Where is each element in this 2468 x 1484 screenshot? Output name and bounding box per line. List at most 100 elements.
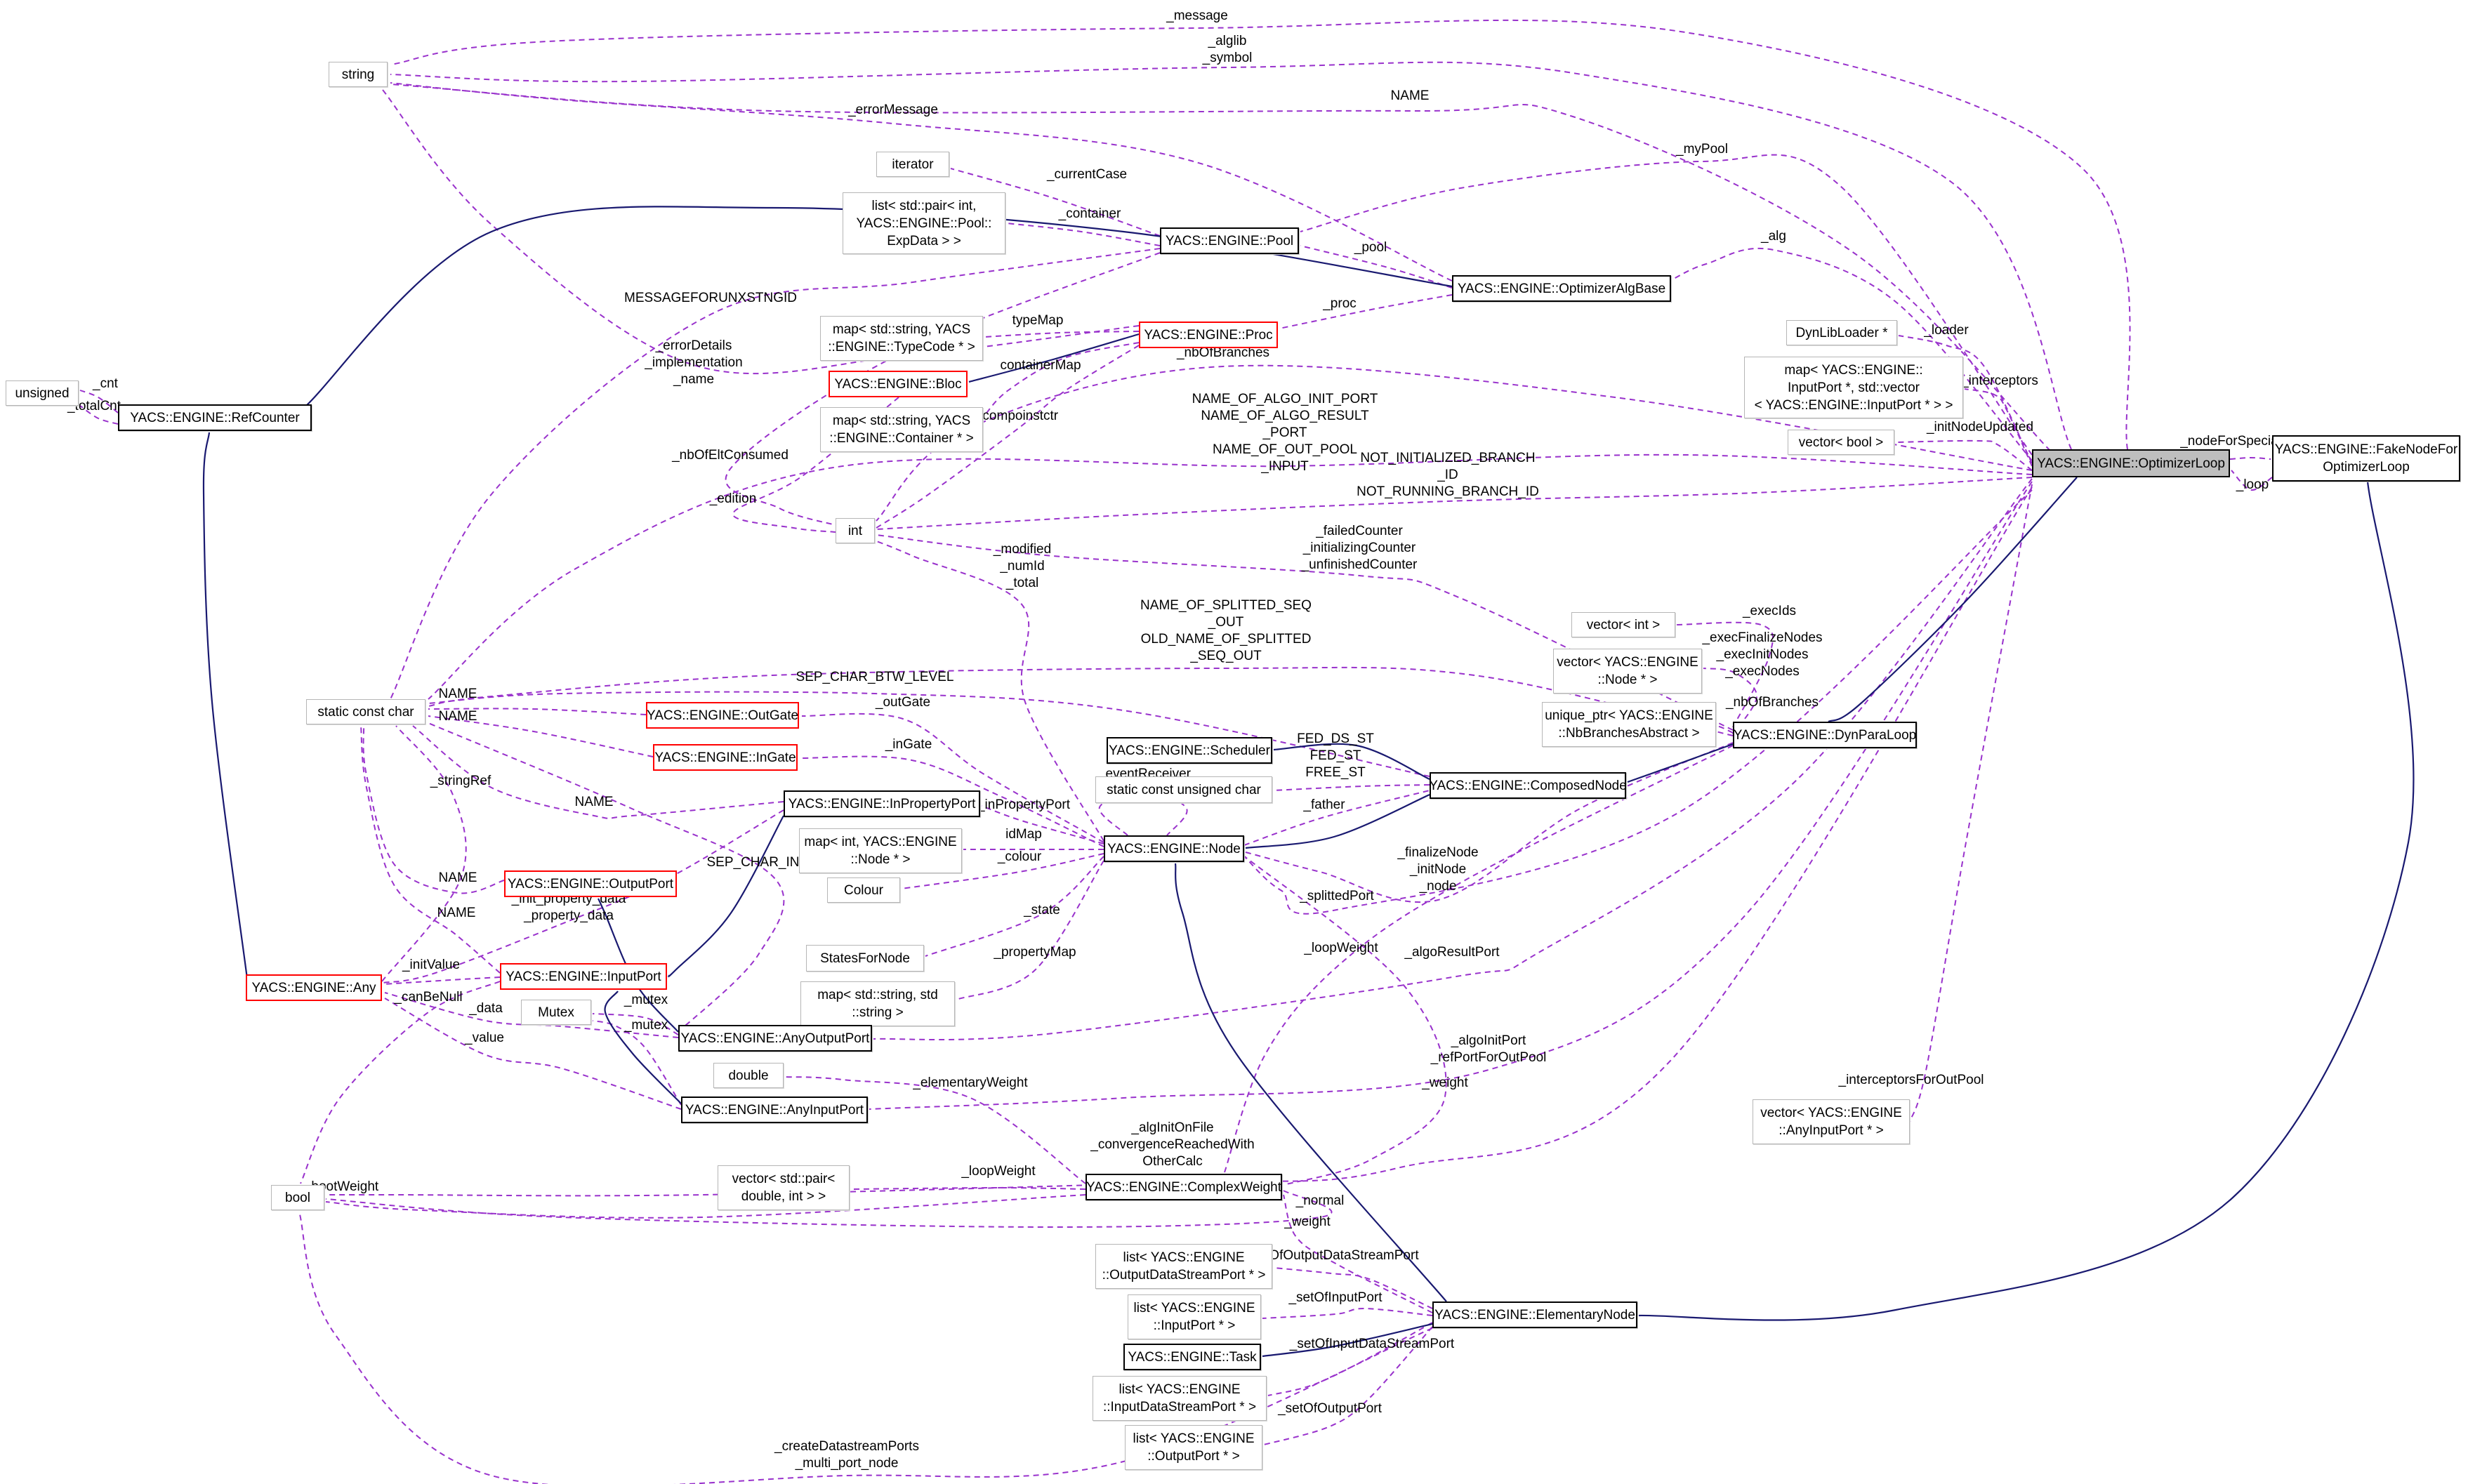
class-box-label: StatesForNode — [820, 950, 910, 966]
class-box-node_map[interactable]: map< int, YACS::ENGINE::Node * > — [799, 828, 962, 873]
class-box-label: YACS::ENGINE::OptimizerAlgBase — [1457, 281, 1666, 296]
edge-elementarynode-to-op_list — [1263, 1326, 1433, 1445]
edge-proc-to-string — [382, 89, 1140, 375]
class-box-ip_list[interactable]: list< YACS::ENGINE::InputPort * > — [1128, 1294, 1261, 1339]
class-box-mutex[interactable]: Mutex — [521, 1000, 591, 1025]
edge-node-to-outgate — [801, 713, 1104, 843]
edge-outgate-to-static_char — [428, 708, 647, 715]
class-box-label: YACS::ENGINE::OptimizerLoop — [2037, 456, 2225, 471]
edge-optimizerloop-to-anyinput_vector — [1909, 484, 2033, 1122]
class-box-proc[interactable]: YACS::ENGINE::Proc — [1139, 322, 1278, 348]
class-box-node_vector[interactable]: vector< YACS::ENGINE::Node * > — [1553, 649, 1702, 694]
class-box-optimizerloop[interactable]: YACS::ENGINE::OptimizerLoop — [2032, 449, 2230, 477]
class-box-composednode[interactable]: YACS::ENGINE::ComposedNode — [1429, 772, 1627, 799]
edge-algbase-to-proc — [1279, 294, 1453, 329]
class-box-unsigned[interactable]: unsigned — [6, 380, 79, 406]
edge-refcounter-to-unsigned — [79, 390, 119, 413]
class-box-scheduler[interactable]: YACS::ENGINE::Scheduler — [1107, 737, 1272, 764]
class-box-label: InputPort *, std::vector — [1788, 380, 1920, 395]
class-box-pool[interactable]: YACS::ENGINE::Pool — [1160, 227, 1299, 254]
class-box-string_map[interactable]: map< std::string, std::string > — [800, 981, 955, 1026]
class-box-ods_list[interactable]: list< YACS::ENGINE::OutputDataStreamPort… — [1095, 1244, 1272, 1289]
class-box-inputport[interactable]: YACS::ENGINE::InputPort — [500, 963, 667, 990]
class-box-label: vector< int > — [1586, 617, 1661, 632]
class-box-label: vector< bool > — [1798, 435, 1884, 450]
class-box-label: vector< std::pair< — [732, 1172, 836, 1186]
class-box-label: ::ENGINE::Container * > — [829, 431, 974, 446]
class-box-pool_list[interactable]: list< std::pair< int,YACS::ENGINE::Pool:… — [843, 192, 1005, 254]
class-box-vector_bool[interactable]: vector< bool > — [1788, 430, 1894, 455]
class-box-inputport_map[interactable]: map< YACS::ENGINE::InputPort *, std::vec… — [1744, 357, 1963, 418]
edge-composednode-to-static_uchar — [1273, 784, 1430, 791]
class-box-task[interactable]: YACS::ENGINE::Task — [1123, 1344, 1261, 1370]
class-box-label: map< int, YACS::ENGINE — [804, 835, 957, 849]
class-box-label: list< std::pair< int, — [871, 198, 977, 213]
class-box-static_char[interactable]: static const char — [306, 699, 425, 724]
class-box-op_list[interactable]: list< YACS::ENGINE::OutputPort * > — [1125, 1425, 1262, 1470]
edge-pool-to-static_char — [390, 248, 1161, 700]
edge-dynparaloop-to-node — [1245, 742, 1734, 903]
class-box-pair_vector[interactable]: vector< std::pair<double, int > > — [718, 1165, 850, 1210]
edge-node-to-inpropertyport — [981, 805, 1104, 844]
edge-elementarynode-to-ip_list — [1262, 1307, 1433, 1319]
class-box-label: OptimizerLoop — [2323, 460, 2410, 475]
class-box-label: map< std::string, std — [817, 988, 938, 1002]
class-box-statesfornode[interactable]: StatesForNode — [806, 945, 924, 972]
class-box-container_map[interactable]: map< std::string, YACS::ENGINE::Containe… — [820, 407, 983, 452]
class-box-label: YACS::ENGINE::ComplexWeight — [1085, 1179, 1282, 1195]
class-box-any[interactable]: YACS::ENGINE::Any — [246, 974, 382, 1001]
class-box-label: list< YACS::ENGINE — [1118, 1382, 1241, 1397]
class-box-iterator[interactable]: iterator — [876, 152, 949, 177]
class-box-colour[interactable]: Colour — [827, 877, 900, 903]
edge-inputport-to-bool — [300, 981, 501, 1184]
class-box-bool[interactable]: bool — [271, 1185, 324, 1210]
class-box-algbase[interactable]: YACS::ENGINE::OptimizerAlgBase — [1452, 275, 1671, 302]
class-box-ingate[interactable]: YACS::ENGINE::InGate — [653, 744, 798, 771]
class-box-outgate[interactable]: YACS::ENGINE::OutGate — [646, 702, 799, 729]
edge-inpropertyport-to-inputport — [667, 815, 784, 978]
class-box-typecode_map[interactable]: map< std::string, YACS::ENGINE::TypeCode… — [820, 316, 983, 361]
class-box-ids_list[interactable]: list< YACS::ENGINE::InputDataStreamPort … — [1093, 1376, 1267, 1421]
class-box-bloc[interactable]: YACS::ENGINE::Bloc — [829, 371, 968, 397]
class-box-label: ::AnyInputPort * > — [1779, 1123, 1884, 1138]
class-box-label: YACS::ENGINE::Pool — [1165, 233, 1294, 249]
class-box-anyinput_vector[interactable]: vector< YACS::ENGINE::AnyInputPort * > — [1753, 1099, 1910, 1144]
class-box-dynlib[interactable]: DynLibLoader * — [1786, 320, 1897, 345]
class-box-label: YACS::ENGINE::OutputPort — [507, 876, 674, 892]
class-box-dynparaloop[interactable]: YACS::ENGINE::DynParaLoop — [1733, 722, 1917, 748]
class-box-int[interactable]: int — [836, 518, 875, 543]
edge-inpropertyport-to-static_char — [412, 725, 784, 819]
class-box-label: list< YACS::ENGINE — [1133, 1301, 1255, 1316]
edge-fakenode-to-optimizerloop — [2231, 470, 2273, 491]
edge-proc-to-container_map — [984, 342, 1140, 416]
class-box-double[interactable]: double — [713, 1063, 784, 1088]
class-box-anyoutputport[interactable]: YACS::ENGINE::AnyOutputPort — [678, 1025, 872, 1052]
edge-optimizerloop-to-inputport_map — [1964, 388, 2033, 467]
class-box-label: Mutex — [538, 1005, 574, 1020]
class-box-refcounter[interactable]: YACS::ENGINE::RefCounter — [118, 404, 312, 431]
class-box-label: YACS::ENGINE::Any — [251, 980, 376, 995]
class-box-vector_int[interactable]: vector< int > — [1571, 612, 1675, 637]
class-box-outputport[interactable]: YACS::ENGINE::OutputPort — [504, 870, 677, 897]
class-box-nbbranches_ptr[interactable]: unique_ptr< YACS::ENGINE::NbBranchesAbst… — [1542, 702, 1716, 747]
class-box-label: YACS::ENGINE::DynParaLoop — [1733, 727, 1917, 743]
class-box-label: YACS::ENGINE::ComposedNode — [1429, 778, 1627, 793]
class-box-label: YACS::ENGINE::InGate — [654, 750, 796, 765]
edge-optimizerloop-to-algbase — [1672, 247, 2033, 461]
class-box-label: unique_ptr< YACS::ENGINE — [1545, 708, 1713, 723]
class-box-node[interactable]: YACS::ENGINE::Node — [1104, 835, 1244, 862]
edge-any-to-refcounter — [202, 432, 249, 979]
class-box-label: ::Node * > — [1597, 673, 1658, 687]
class-box-string[interactable]: string — [329, 62, 388, 87]
edge-anyinputport-to-mutex — [592, 1020, 682, 1106]
class-box-complexweight[interactable]: YACS::ENGINE::ComplexWeight — [1085, 1174, 1282, 1200]
class-box-elementarynode[interactable]: YACS::ENGINE::ElementaryNode — [1432, 1301, 1637, 1328]
class-box-static_uchar[interactable]: static const unsigned char — [1095, 776, 1272, 803]
class-box-label: < YACS::ENGINE::InputPort * > > — [1754, 397, 1953, 413]
edge-refcounter-to-unsigned — [79, 405, 119, 425]
class-box-anyinputport[interactable]: YACS::ENGINE::AnyInputPort — [681, 1097, 868, 1123]
class-box-label: ::string > — [852, 1005, 904, 1020]
class-box-inpropertyport[interactable]: YACS::ENGINE::InPropertyPort — [784, 790, 980, 817]
